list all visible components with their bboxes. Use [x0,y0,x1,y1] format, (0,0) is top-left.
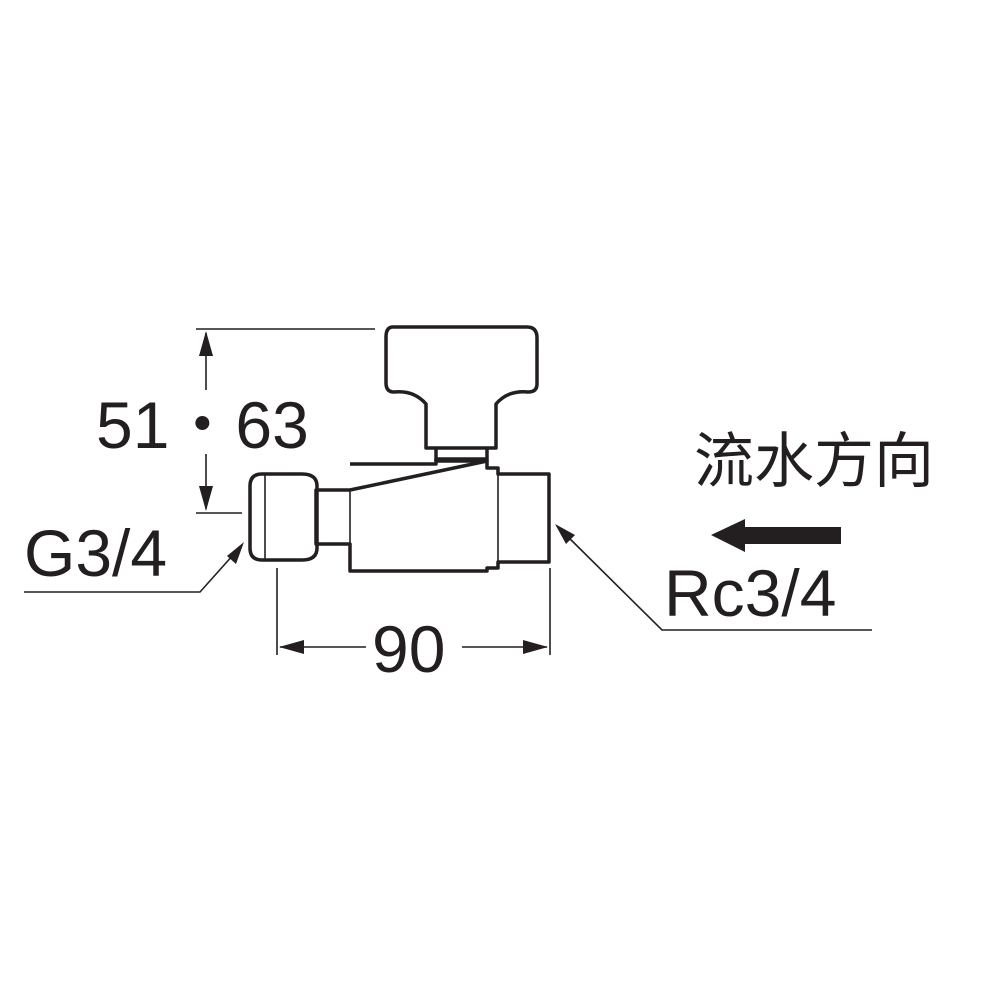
inlet-leader [24,544,243,593]
width-arrow-left-icon [279,640,304,654]
valve-handle [384,325,539,450]
flow-direction-label: 流水方向 [694,427,934,497]
outlet-leader [556,525,872,631]
flow-arrow-shaft [738,527,841,544]
inlet-connection-label: G3/4 [24,516,168,590]
valve-stem [434,448,489,463]
outlet-leader-arrow-icon [555,524,575,544]
flow-arrow-head-icon [711,519,745,552]
inlet-leader-arrow-icon [227,542,244,564]
height-arrow-up-icon [199,331,213,356]
height-arrow-down-icon [199,486,213,511]
width-dimension-label: 90 [372,612,446,686]
height-dimension-label: 51・63 [96,388,309,462]
width-arrow-right-icon [523,640,548,654]
inlet-nut [248,472,319,562]
outlet-connection-label: Rc3/4 [664,556,837,630]
valve-body [314,459,551,573]
